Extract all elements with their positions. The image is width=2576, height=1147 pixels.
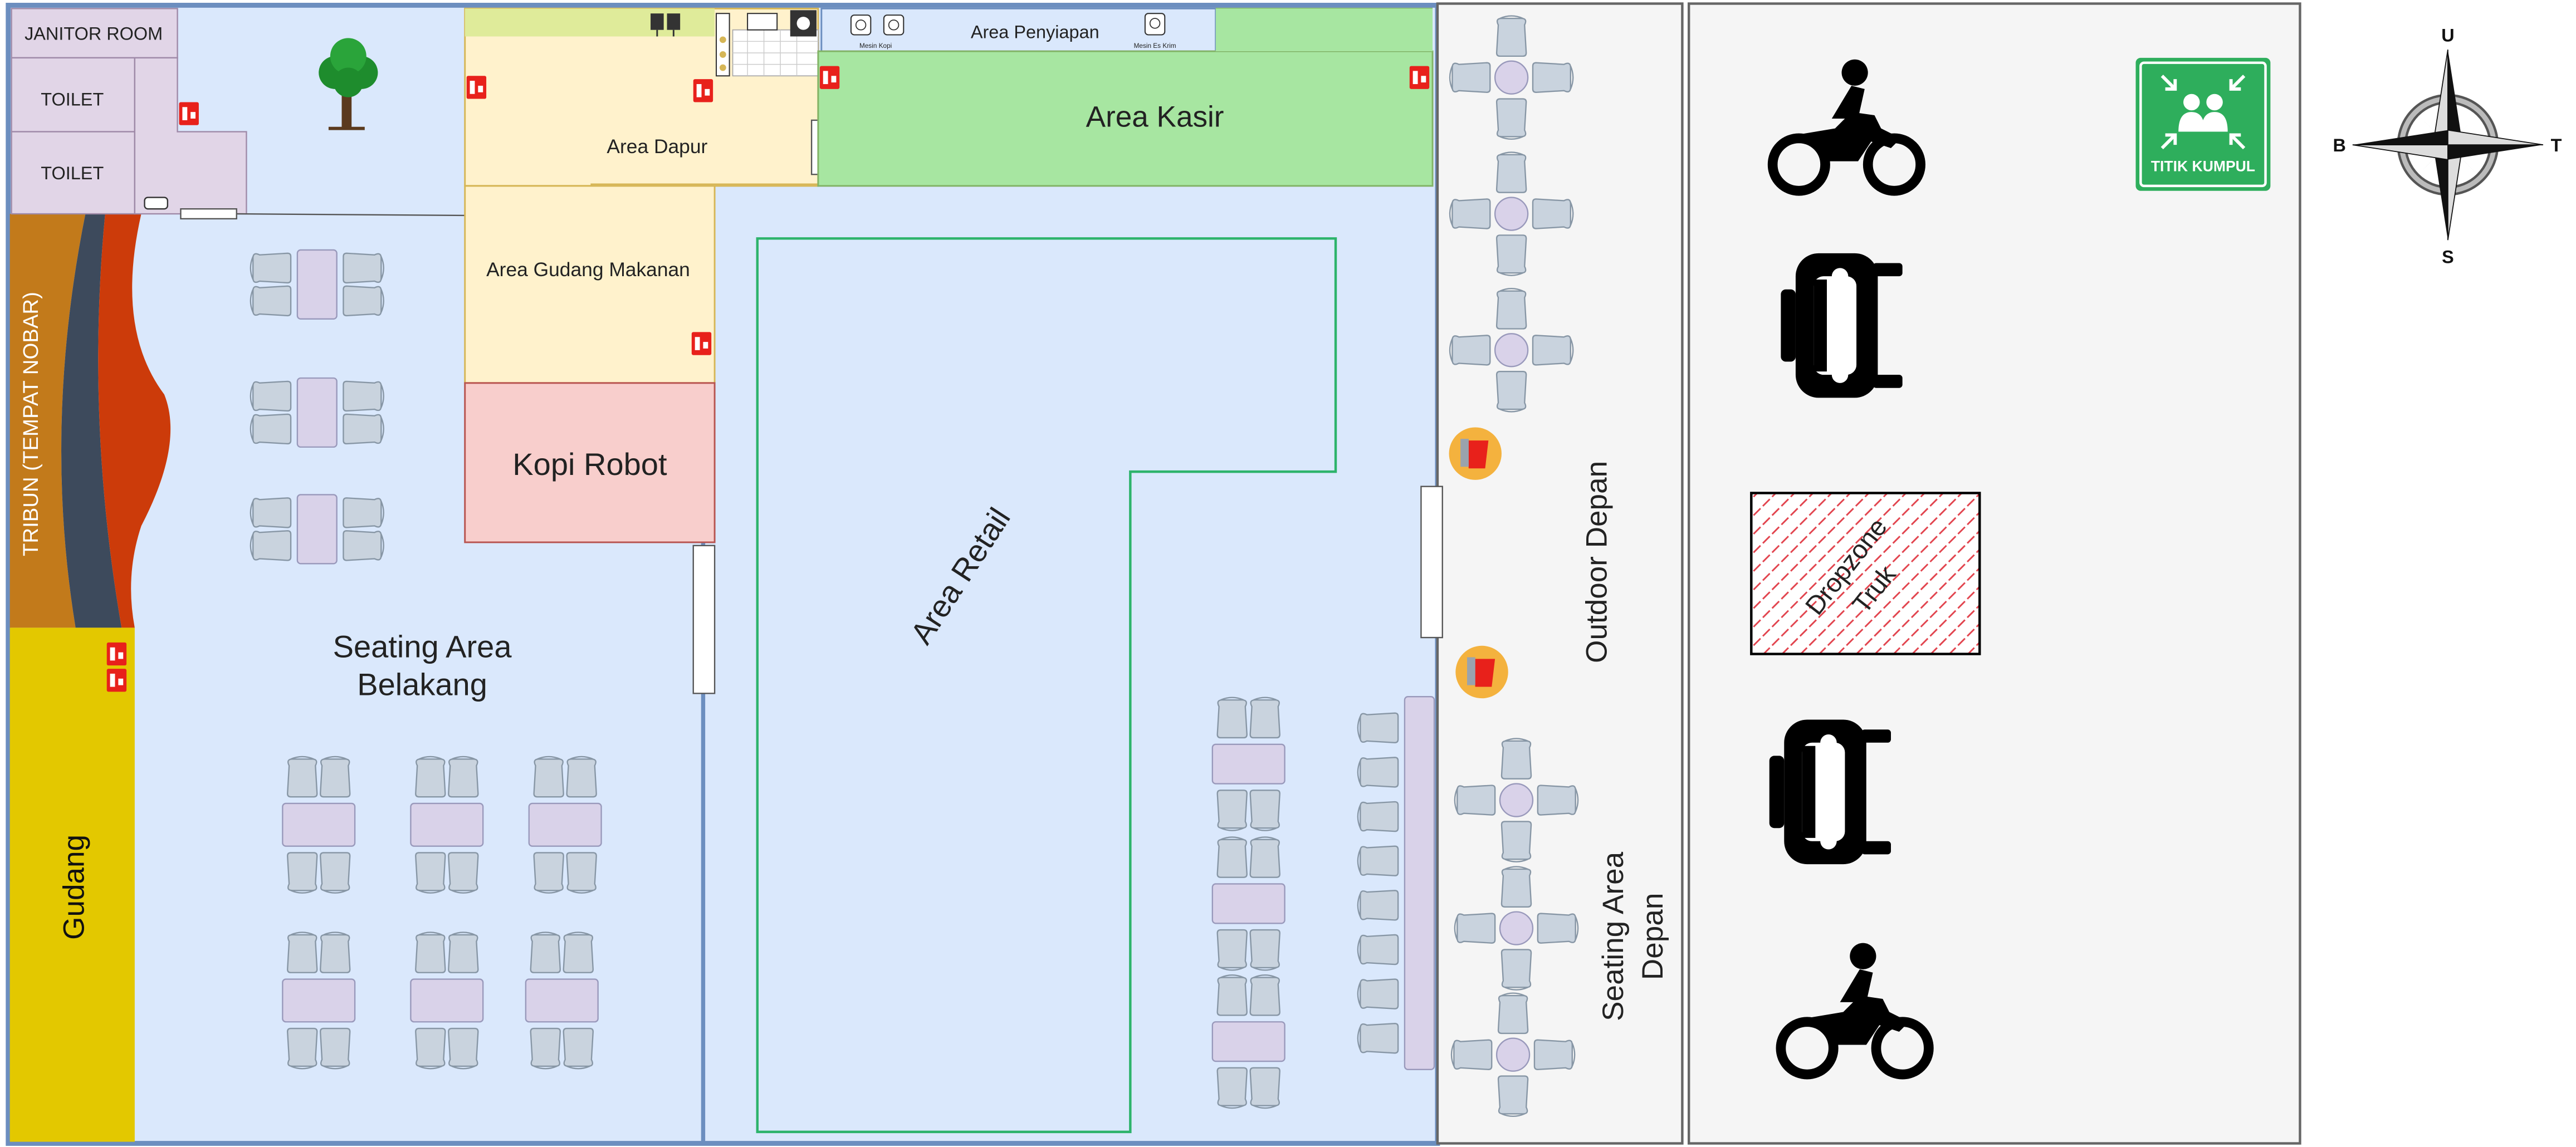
- round-table: [1449, 15, 1574, 140]
- compass-west-label: B: [2333, 135, 2346, 155]
- dropzone-area: [1750, 492, 1981, 655]
- table-group: [250, 249, 384, 320]
- tribun-label: TRIBUN (TEMPAT NOBAR): [19, 292, 43, 556]
- table-group: [250, 494, 384, 565]
- tree-icon: [319, 38, 378, 130]
- table-group: [1211, 974, 1285, 1109]
- car-icon: [1781, 253, 1903, 398]
- fire-extinguisher-icon: [179, 102, 199, 125]
- fire-extinguisher-icon: [691, 332, 712, 355]
- penyiapan-area: Area Penyiapan Mesin Kopi Mesin Es Krim: [820, 7, 1217, 52]
- round-table: [1454, 738, 1579, 862]
- hood-icon: [651, 13, 681, 37]
- tribun-area: TRIBUN (TEMPAT NOBAR): [9, 214, 171, 628]
- mesin-es-krim-label: Mesin Es Krim: [1134, 42, 1176, 50]
- assembly-point-sign: TITIK KUMPUL: [2135, 57, 2271, 191]
- toilet-1-label: TOILET: [41, 89, 104, 109]
- fire-extinguisher-icon: [1409, 66, 1430, 89]
- round-table: [1450, 992, 1576, 1117]
- kasir-label: Area Kasir: [1086, 101, 1224, 134]
- trash-bin-icon: [1449, 427, 1502, 480]
- table-group: [282, 756, 356, 894]
- table-group: [282, 932, 356, 1070]
- table-group: [1211, 697, 1285, 831]
- bar-counter: [1357, 696, 1435, 1070]
- kopi-robot-room: [464, 382, 716, 543]
- round-table: [1449, 151, 1574, 276]
- fire-extinguisher-icon: [106, 642, 127, 666]
- door-icon: [180, 208, 237, 220]
- table-group: [410, 932, 484, 1070]
- seating-belakang-label-1: Seating Area: [333, 629, 512, 664]
- prep-counter-icon: [732, 29, 819, 77]
- gudang-makanan-label: Area Gudang Makanan: [486, 259, 690, 281]
- gudang-room: [9, 628, 135, 1142]
- seating-depan-label-2: Depan: [1636, 893, 1669, 980]
- mesin-kopi-label: Mesin Kopi: [859, 42, 892, 50]
- fire-extinguisher-icon: [819, 66, 840, 89]
- table-group: [528, 756, 602, 894]
- round-table: [1454, 866, 1579, 991]
- motorcycle-icon: [1767, 59, 1925, 196]
- toilet-2-label: TOILET: [41, 163, 104, 183]
- fire-extinguisher-icon: [106, 669, 127, 692]
- fire-extinguisher-icon: [466, 76, 487, 99]
- table-group: [525, 932, 599, 1070]
- kitchen-block: Area Dapur Area Gudang Makanan: [464, 7, 824, 384]
- wet-area: JANITOR ROOM TOILET TOILET: [11, 8, 465, 220]
- penyiapan-label: Area Penyiapan: [971, 22, 1099, 42]
- oven-icon: [747, 13, 778, 31]
- seating-depan-label-1: Seating Area: [1597, 851, 1630, 1021]
- compass-east-label: T: [2551, 135, 2562, 155]
- car-icon: [1769, 719, 1891, 865]
- compass-rose-icon: U S T B: [2333, 25, 2562, 267]
- compass-south-label: S: [2442, 247, 2454, 267]
- outdoor-depan-label: Outdoor Depan: [1581, 461, 1614, 663]
- janitor-room-label: JANITOR ROOM: [25, 23, 163, 43]
- entrance-door: [1420, 486, 1443, 639]
- outdoor-depan-area: [1436, 2, 1684, 1145]
- stove-icon: [716, 13, 730, 77]
- compass-north-label: U: [2441, 25, 2454, 45]
- motorcycle-icon: [1776, 943, 1934, 1080]
- table-group: [410, 756, 484, 894]
- fire-extinguisher-icon: [693, 79, 713, 102]
- window-icon: [692, 545, 716, 694]
- sink-icon: [144, 197, 169, 210]
- kasir-area: [817, 50, 1434, 187]
- ice-cream-machine-icon: [1144, 13, 1166, 36]
- dapur-label: Area Dapur: [607, 136, 707, 158]
- gudang-label: Gudang: [57, 835, 90, 940]
- seating-belakang-label-2: Belakang: [357, 666, 487, 702]
- trash-bin-icon: [1455, 645, 1508, 699]
- people-icon: [2178, 94, 2228, 132]
- assembly-point-label: TITIK KUMPUL: [2151, 158, 2255, 174]
- kopi-robot-label: Kopi Robot: [512, 447, 667, 482]
- table-group: [1211, 836, 1285, 971]
- table-group: [250, 377, 384, 448]
- retail-area-outline: [756, 237, 1337, 1134]
- coffee-machine-icon: [850, 14, 905, 36]
- round-table: [1449, 288, 1574, 413]
